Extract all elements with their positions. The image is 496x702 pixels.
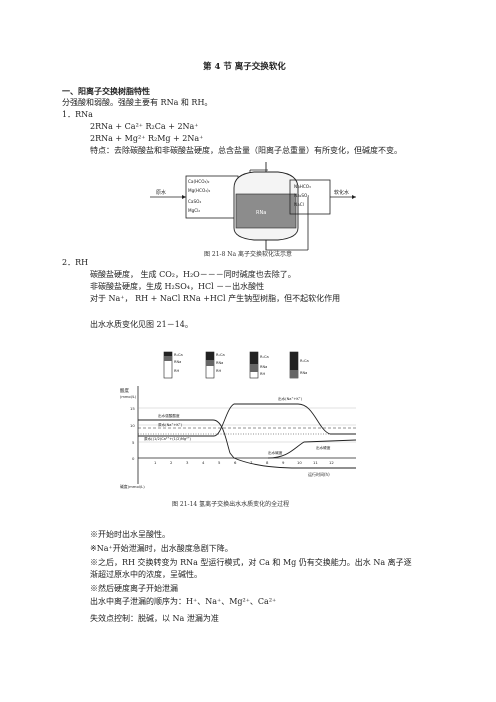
x-axis-label: 运行时间(h) bbox=[308, 471, 330, 477]
fig2-caption: 图 21-14 氢离子交换出水水质变化的全过程 bbox=[172, 501, 290, 508]
na-softening-diagram: Ca(HCO₃)₂ Mg(HCO₃)₂ CaSO₄ MgCl₂ 原水 RNa N… bbox=[150, 160, 380, 260]
fig1-right-item: NaHCO₃ bbox=[294, 184, 311, 189]
note-3-cont: 渐超过原水中的浓度，呈碱性。 bbox=[90, 570, 202, 579]
y-tick: 0 bbox=[132, 456, 135, 461]
rna-feature-text: 特点：去除碳酸盐和非碳酸盐硬度，总含盐量（阳离子总重量）有所变化，但碱度不变。 bbox=[90, 146, 402, 155]
col2-label: R₂Ca bbox=[216, 353, 225, 357]
note-1: ※开始时出水呈酸性。 bbox=[90, 530, 170, 539]
x-tick: 1 bbox=[154, 460, 157, 465]
col4-label: R₂Ca bbox=[300, 359, 309, 363]
resin-columns bbox=[163, 351, 299, 379]
x-tick: 12 bbox=[329, 460, 334, 465]
note-failure-control: 失效点控制：脱碱，以 Na 泄漏为准 bbox=[90, 614, 219, 623]
y-tick: 5 bbox=[132, 440, 135, 445]
x-tick: 7 bbox=[250, 460, 253, 465]
fig1-raw-water-label: 原水 bbox=[156, 189, 166, 196]
fig1-left-item: Mg(HCO₃)₂ bbox=[188, 188, 211, 193]
label-na-out: 出水(Na⁺+K⁺) bbox=[278, 396, 303, 401]
fig1-right-item: Na₂SO₄ bbox=[294, 193, 309, 198]
note-2: ※Na⁺开始泄漏时，出水酸度急剧下降。 bbox=[90, 544, 233, 553]
x-tick: 8 bbox=[266, 460, 269, 465]
x-tick: 9 bbox=[282, 460, 285, 465]
x-tick: 5 bbox=[218, 460, 221, 465]
y-axis-unit: (mmol/L) bbox=[120, 395, 137, 399]
x-ticks: 1 2 3 4 5 6 7 8 9 10 11 12 运行时间(h) bbox=[154, 460, 334, 477]
y-tick: 15 bbox=[130, 406, 135, 411]
y-axis-label-alk: 碱度(mmol/L) bbox=[120, 484, 145, 489]
label-raw-hard: 原水((1/2)Ca²⁺+(1/2)Mg²⁺) bbox=[144, 436, 192, 441]
col4-label: RNa bbox=[300, 371, 307, 375]
label-raw-na: 原水(Na⁺+K⁺) bbox=[158, 422, 183, 427]
fig1-left-item: Ca(HCO₃)₂ bbox=[188, 179, 210, 184]
y-axis-label-acid: 酸度 bbox=[120, 387, 129, 394]
label-hardness-out: 出水硬度 bbox=[316, 445, 331, 450]
rh-line-1: 碳酸盐硬度， 生成 CO₂，H₂O－－－同时碱度也去除了。 bbox=[90, 270, 296, 279]
col2-label: RNa bbox=[216, 361, 223, 365]
equation-mg: 2RNa + Mg²⁺ R₂Mg + 2Na⁺ bbox=[90, 134, 204, 143]
note-leak-order: 出水中离子泄漏的顺序为：H⁺、Na⁺、Mg²⁺、Ca²⁺ bbox=[90, 597, 277, 606]
col1-label: RNa bbox=[174, 360, 181, 364]
equation-ca: 2RNa + Ca²⁺ R₂Ca + 2Na⁺ bbox=[90, 122, 199, 131]
x-tick: 4 bbox=[202, 460, 205, 465]
label-acid: 出水强酸酸度 bbox=[158, 413, 180, 418]
rh-line-3: 对于 Na⁺， RH + NaCl RNa +HCl 产生钠型树脂，但不起软化作… bbox=[90, 294, 341, 303]
hardness-out-curve bbox=[267, 439, 357, 459]
x-tick: 6 bbox=[234, 460, 237, 465]
note-3: ※之后，RH 交换转变为 RNa 型运行模式，对 Ca 和 Mg 仍有交换能力。… bbox=[90, 558, 412, 567]
note-4: ※然后硬度离子开始泄漏 bbox=[90, 584, 178, 593]
rh-line-2: 非碳酸盐硬度，生成 H₂SO₄，HCl －－出水酸性 bbox=[90, 282, 265, 291]
page-title: 第 4 节 离子交换软化 bbox=[203, 62, 286, 72]
col1-label: RH bbox=[174, 369, 179, 373]
rh-line-4: 出水水质变化见图 21－14。 bbox=[90, 320, 193, 329]
x-tick: 11 bbox=[313, 460, 318, 465]
fig1-left-item: MgCl₂ bbox=[188, 208, 200, 213]
col3-label: R₂Ca bbox=[260, 355, 269, 359]
col3-label: RH bbox=[260, 372, 265, 376]
fig1-caption: 图 21-8 Na 离子交换软化法示意 bbox=[204, 251, 293, 258]
col1-label: R₂Ca bbox=[174, 353, 183, 357]
x-tick: 2 bbox=[170, 460, 173, 465]
na-out-curve bbox=[138, 403, 356, 437]
fig1-right-item: NaCl bbox=[294, 202, 304, 207]
acid-curve bbox=[138, 419, 235, 459]
label-alk-out: 出水碱度 bbox=[268, 450, 283, 455]
fig1-resin-label: RNa bbox=[256, 210, 266, 216]
alk-out-curve bbox=[233, 457, 356, 469]
item-rna-label: 1．RNa bbox=[62, 110, 93, 119]
fig1-soft-water-label: 软化水 bbox=[334, 189, 349, 196]
x-tick: 3 bbox=[186, 460, 189, 465]
h-exchange-effluent-chart: R₂Ca RNa RH R₂Ca RNa RH R₂Ca RNa RH R₂Ca… bbox=[120, 351, 357, 489]
section-heading: 一、阳离子交换树脂特性 bbox=[62, 86, 150, 96]
intro-text: 分强酸和弱酸。强酸主要有 RNa 和 RH。 bbox=[62, 98, 213, 107]
item-rh-label: 2．RH bbox=[62, 258, 89, 267]
fig1-left-item: CaSO₄ bbox=[188, 199, 201, 204]
y-tick: 10 bbox=[130, 423, 135, 428]
x-tick: 10 bbox=[297, 460, 302, 465]
col3-label: RNa bbox=[260, 365, 267, 369]
col2-label: RH bbox=[216, 369, 221, 373]
